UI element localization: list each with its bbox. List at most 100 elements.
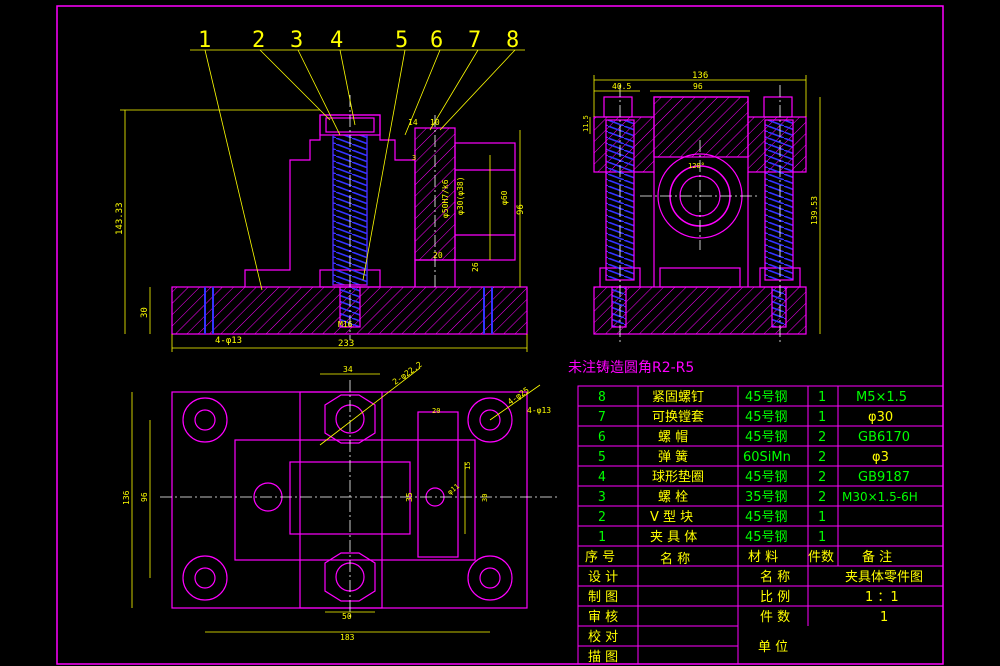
row4-remark: GB9187 [858,470,910,485]
row1-name: 夹 具 体 [650,530,697,545]
row3-remark: M30×1.5-6H [842,490,918,504]
top-dim-11: φ11 [446,482,461,496]
dim-top: 10 [430,118,440,127]
dim-base-width: 233 [338,339,354,349]
row7-material: 45号钢 [745,410,788,425]
tb-proofread: 校 对 [588,629,618,645]
hdr-name: 名 称 [660,551,690,567]
dim-26: 26 [471,262,480,272]
row6-qty: 2 [818,430,826,445]
tb-unit-label: 单 位 [758,640,788,655]
dim-96: 96 [516,204,526,215]
row3-material: 35号钢 [745,490,788,505]
row7-remark: φ30 [868,410,893,425]
row2-qty: 1 [818,510,826,525]
balloon-7: 7 [468,28,481,53]
row1-material: 45号钢 [745,530,788,545]
top-dim-20: 20 [432,407,440,415]
balloon-3: 3 [290,28,303,53]
row8-no: 8 [598,390,606,405]
tb-trace: 描 图 [588,650,618,665]
row5-material: 60SiMn [743,450,791,465]
row8-name: 紧固螺钉 [652,390,704,405]
front-view [171,114,528,335]
row4-material: 45号钢 [745,470,788,485]
row6-material: 45号钢 [745,430,788,445]
hdr-no: 序 号 [585,550,615,565]
tb-scale-label: 比 例 [760,590,790,605]
dim-bore-a: φ50H7/k6 [441,179,450,218]
row6-name: 螺 帽 [658,429,688,445]
dim-bore-b: φ30(φ38) [456,176,465,215]
tb-name-label: 名 称 [760,569,790,585]
row4-qty: 2 [818,470,826,485]
top-dim-corner2: 4-φ13 [527,406,551,415]
top-dim-50: 50 [342,612,352,621]
row5-qty: 2 [818,450,826,465]
side-dim-11: 11.5 [582,115,590,132]
tb-count-label: 件 数 [760,610,790,625]
row5-name: 弹 簧 [658,449,688,465]
balloon-2: 2 [252,28,265,53]
balloon-5: 5 [395,28,408,53]
row7-no: 7 [598,410,606,425]
row5-remark: φ3 [872,450,889,465]
dim-60: φ60 [500,190,509,205]
side-dim-96: 96 [693,82,703,91]
row4-no: 4 [598,470,606,485]
tb-review: 审 核 [588,610,618,625]
row1-no: 1 [598,530,606,545]
side-dim-angle: 120° [688,162,705,170]
balloon-1: 1 [198,28,211,53]
top-dim-30: 30 [481,494,489,502]
top-view [171,391,528,609]
dim-thread: M16 [338,320,353,329]
hdr-qty: 件数 [808,550,834,565]
dim-height-total: 143.33 [115,202,125,235]
balloon-6: 6 [430,28,443,53]
row2-material: 45号钢 [745,510,788,525]
tb-design: 设 计 [588,570,618,585]
dim-s3: 3 [412,154,416,162]
row2-no: 2 [598,510,606,525]
dim-hole: 4-φ13 [215,336,242,346]
tb-drafting: 制 图 [588,590,618,605]
row3-name: 螺 栓 [658,490,688,505]
dim-20: 20 [433,251,443,260]
drawing-frame [56,5,944,665]
hdr-material: 材 料 [748,550,778,565]
row3-qty: 2 [818,490,826,505]
tb-count-value: 1 [880,610,888,625]
top-dim-center: 34 [343,365,353,374]
row2-name: V 型 块 [650,510,693,525]
row7-qty: 1 [818,410,826,425]
tb-name-value: 夹具体零件图 [845,570,923,585]
top-dim-136: 136 [122,490,131,505]
row8-remark: M5×1.5 [856,390,907,405]
side-dim-offset: 40.5 [612,82,631,91]
row3-no: 3 [598,490,606,505]
row8-material: 45号钢 [745,390,788,405]
row1-qty: 1 [818,530,826,545]
casting-note: 未注铸造圆角R2-R5 [568,360,694,376]
row6-no: 6 [598,430,606,445]
top-dim-bolt: 2-φ22.2 [391,360,424,387]
top-dim-183: 183 [340,633,355,642]
top-dim-96: 96 [140,492,149,502]
dim-base-height: 30 [140,307,150,318]
row5-no: 5 [598,450,606,465]
top-dim-35: 35 [405,492,414,502]
hdr-remark: 备 注 [862,549,892,565]
top-dim-15: 15 [464,462,472,470]
balloon-4: 4 [330,28,343,53]
tb-scale-value: 1 ：1 [865,590,899,605]
row8-qty: 1 [818,390,826,405]
row6-remark: GB6170 [858,430,910,445]
parts-table [577,385,944,665]
side-dim-width: 136 [692,71,708,81]
dim-slot: 14 [408,118,418,127]
side-dim-height: 139.53 [810,196,819,225]
balloon-8: 8 [506,28,519,53]
row4-name: 球形垫圈 [652,469,704,485]
